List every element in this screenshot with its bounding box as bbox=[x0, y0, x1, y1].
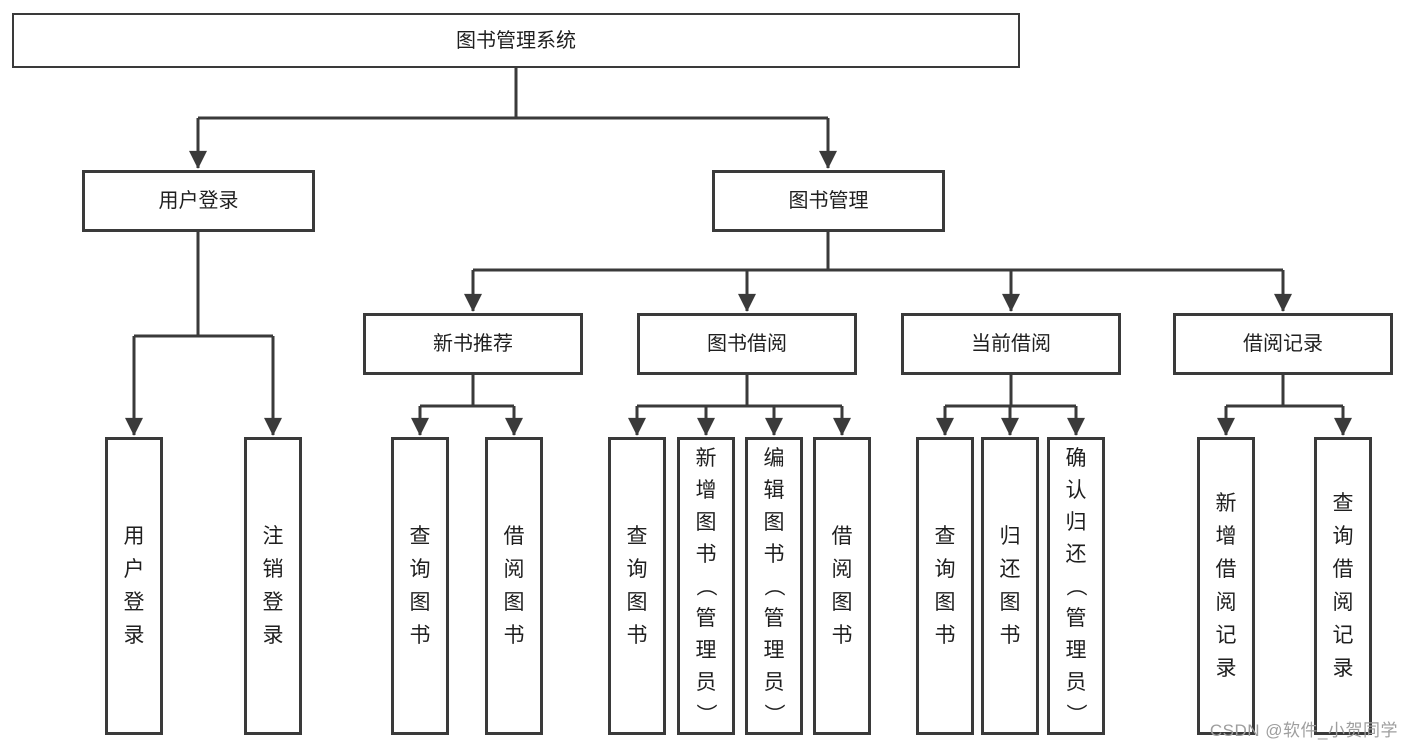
leaf-query-borrow-record: 查询借阅记录 bbox=[1314, 437, 1372, 735]
leaf-add-borrow-record: 新增借阅记录 bbox=[1197, 437, 1255, 735]
node-borrowing-records: 借阅记录 bbox=[1173, 313, 1393, 375]
connector-root-to-level2 bbox=[198, 68, 828, 120]
leaf-edit-books-admin: 编辑图书（管理员） bbox=[745, 437, 803, 735]
leaf-return-books: 归还图书 bbox=[981, 437, 1039, 735]
node-user-login: 用户登录 bbox=[82, 170, 315, 232]
leaf-query-books-recommend: 查询图书 bbox=[391, 437, 449, 735]
node-book-borrowing: 图书借阅 bbox=[637, 313, 857, 375]
leaf-query-books-current: 查询图书 bbox=[916, 437, 974, 735]
connector-recommend-split bbox=[420, 375, 514, 408]
node-new-book-recommend: 新书推荐 bbox=[363, 313, 583, 375]
leaf-borrow-books-borrowing: 借阅图书 bbox=[813, 437, 871, 735]
node-book-management: 图书管理 bbox=[712, 170, 945, 232]
leaf-confirm-return-admin: 确认归还（管理员） bbox=[1047, 437, 1105, 735]
leaf-logout: 注销登录 bbox=[244, 437, 302, 735]
leaf-borrow-books-recommend: 借阅图书 bbox=[485, 437, 543, 735]
leaf-query-books-borrowing: 查询图书 bbox=[608, 437, 666, 735]
connector-records-split bbox=[1226, 375, 1343, 408]
connector-user-login-split bbox=[134, 232, 273, 338]
connector-current-split bbox=[945, 375, 1076, 408]
leaf-add-books-admin: 新增图书（管理员） bbox=[677, 437, 735, 735]
node-current-borrowing: 当前借阅 bbox=[901, 313, 1121, 375]
node-library-system: 图书管理系统 bbox=[12, 13, 1020, 68]
connector-borrowing-split bbox=[637, 375, 842, 408]
connector-book-management-split bbox=[473, 232, 1283, 272]
csdn-watermark: CSDN @软件_小贺同学 bbox=[1209, 721, 1398, 740]
leaf-user-login: 用户登录 bbox=[105, 437, 163, 735]
